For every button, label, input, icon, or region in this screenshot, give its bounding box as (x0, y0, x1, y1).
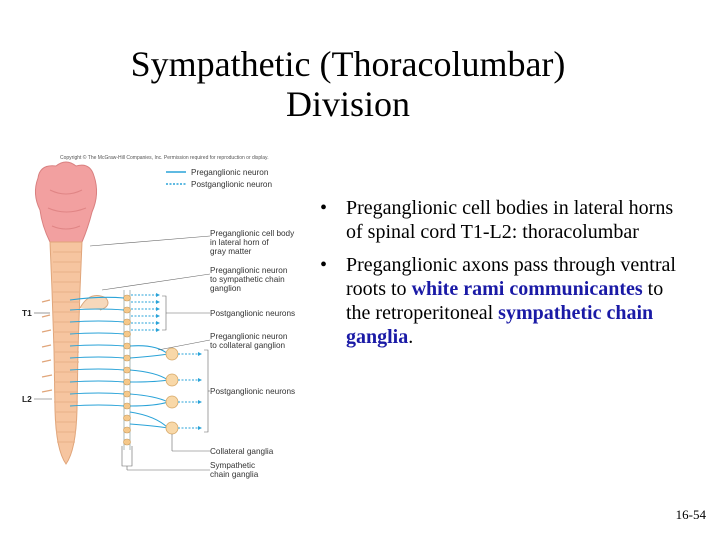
bullet-2-part-5: . (408, 326, 414, 348)
post-arrowheads (156, 293, 160, 332)
label-collateral-ganglia: Collateral ganglia (210, 447, 274, 456)
level-t1: T1 (22, 308, 32, 318)
term-white-rami-communicantes: white rami communicantes (411, 278, 643, 300)
label-cell-body-1: Preganglionic cell body (210, 229, 295, 238)
cord-segments (53, 251, 81, 443)
label-to-chain-3: ganglion (210, 284, 241, 293)
bullet-2-part-3: to the retroperitoneal (346, 278, 664, 324)
collateral-preganglionic-fibers (129, 345, 169, 429)
leader-lines (89, 235, 211, 471)
label-post-neurons-2: Postganglionic neurons (210, 387, 295, 396)
title-line-2: Division (285, 84, 410, 124)
postganglionic-fibers (131, 294, 156, 331)
term-sympathetic-chain-ganglia: sympathetic chain ganglia (346, 302, 654, 348)
bullet-dot: • (320, 197, 328, 219)
collateral-post-fibers (178, 353, 198, 429)
label-to-chain-1: Preganglionic neuron (210, 266, 288, 275)
bullet-dot: • (320, 254, 328, 276)
level-l2: L2 (22, 394, 32, 404)
sympathetic-division-figure: Copyright © The McGraw-Hill Companies, I… (20, 150, 316, 490)
label-to-collateral-1: Preganglionic neuron (210, 332, 288, 341)
copyright-text: Copyright © The McGraw-Hill Companies, I… (60, 154, 269, 161)
label-chain-ganglia-2: chain ganglia (210, 470, 259, 479)
bullet-item-1: • Preganglionic cell bodies in lateral h… (318, 196, 690, 244)
bullet-1-text: Preganglionic cell bodies in lateral hor… (346, 197, 674, 243)
legend-preganglionic: Preganglionic neuron (191, 168, 269, 177)
label-cell-body-3: gray matter (210, 247, 252, 256)
label-post-neurons-1: Postganglionic neurons (210, 309, 295, 318)
label-chain-ganglia-1: Sympathetic (210, 461, 255, 470)
bullet-2-part-1: Preganglionic axons pass through ventral… (346, 254, 676, 300)
label-to-chain-2: to sympathetic chain (210, 275, 285, 284)
title-line-1: Sympathetic (Thoracolumbar) (130, 44, 566, 84)
nerve-roots (41, 299, 53, 393)
t1-nerve (79, 295, 109, 311)
spinal-cord (49, 241, 83, 465)
bullet-list: • Preganglionic cell bodies in lateral h… (318, 196, 690, 358)
slide-number: 16-54 (675, 507, 706, 522)
label-cell-body-2: in lateral horn of (210, 238, 269, 247)
figure-svg: Copyright © The McGraw-Hill Companies, I… (22, 154, 295, 479)
brainstem (34, 161, 98, 243)
label-to-collateral-2: to collateral ganglion (210, 341, 286, 350)
collateral-arrowheads (198, 352, 202, 430)
preganglionic-fibers (69, 296, 125, 407)
collateral-ganglia (165, 347, 179, 435)
sympathetic-chain (123, 290, 131, 450)
bullet-item-2: • Preganglionic axons pass through ventr… (318, 253, 690, 349)
slide-title: Sympathetic (Thoracolumbar) Division (0, 44, 696, 124)
brainstem-folds (47, 189, 87, 230)
legend-postganglionic: Postganglionic neuron (191, 180, 272, 189)
